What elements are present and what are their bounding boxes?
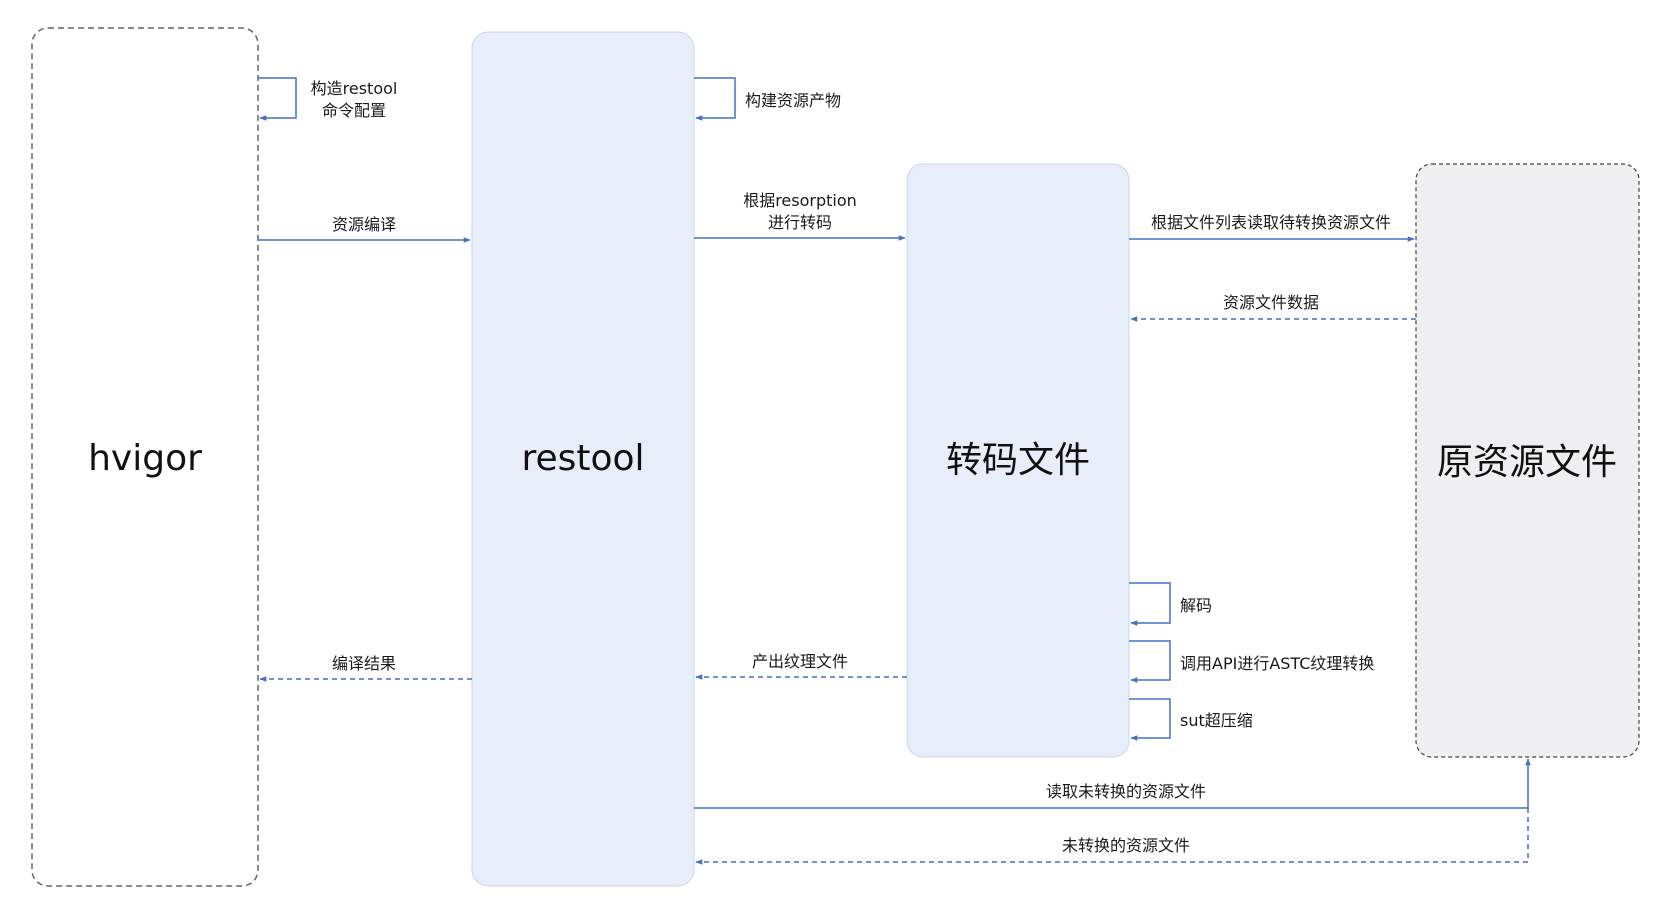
transcode-title: 转码文件 [946,440,1090,481]
transcode-label-1: 根据resorption [743,191,857,210]
build-cmd-label-1: 构造restool [311,79,398,98]
unconverted-files-label: 未转换的资源文件 [1062,836,1190,855]
hvigor-lane [31,27,259,887]
build-artifacts-label: 构建资源产物 [745,91,841,110]
file-data-label: 资源文件数据 [1223,293,1319,312]
build-cmd-self-arrow [258,77,297,121]
compile-result-label: 编译结果 [332,654,396,673]
sut-self-arrow [1129,698,1171,741]
transcode-lane [906,163,1130,758]
source-title: 原资源文件 [1437,442,1617,483]
restool-lane [471,31,695,887]
read-unconverted-label: 读取未转换的资源文件 [1046,782,1206,801]
decode-self-arrow [1129,582,1171,626]
astc-self-arrow [1129,640,1171,683]
unconverted-files-arrow [695,808,1529,865]
hvigor-title: hvigor [88,438,202,479]
transcode-label-2: 进行转码 [768,213,832,232]
compile-label: 资源编译 [332,215,396,234]
build-artifacts-self-arrow [694,77,736,121]
restool-title: restool [521,438,644,479]
source-lane [1415,163,1640,758]
decode-label: 解码 [1180,596,1212,615]
read-pending-label: 根据文件列表读取待转换资源文件 [1151,213,1391,232]
build-cmd-label-2: 命令配置 [322,101,386,120]
texture-out-label: 产出纹理文件 [752,652,848,671]
sut-label: sut超压缩 [1180,711,1253,730]
astc-label: 调用API进行ASTC纹理转换 [1180,654,1374,673]
